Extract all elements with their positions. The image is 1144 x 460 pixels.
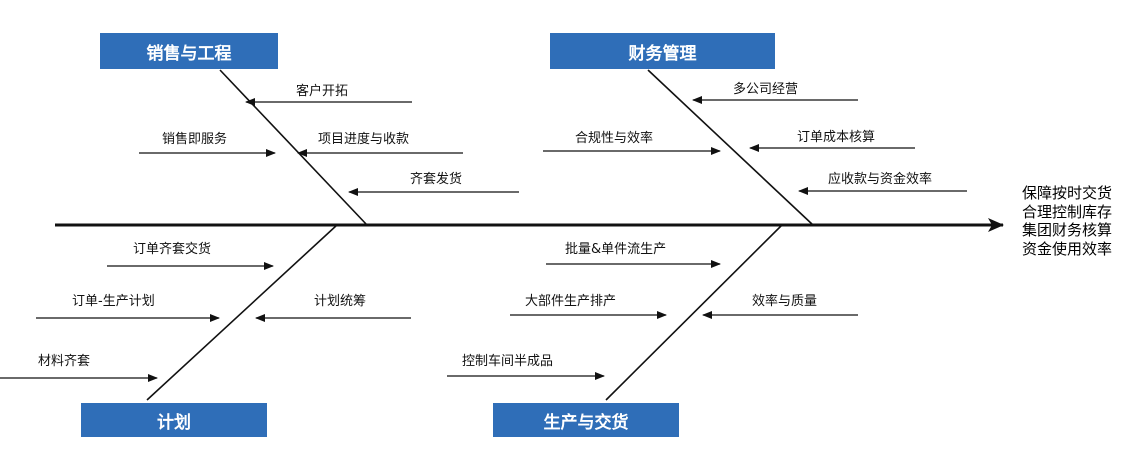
- cause-finance-1: 多公司经营: [733, 82, 799, 97]
- outcome-list: 保障按时交货 合理控制库存 集团财务核算 资金使用效率: [1022, 184, 1112, 258]
- category-sales-box: 销售与工程: [100, 33, 278, 69]
- outcome-item: 集团财务核算: [1022, 221, 1113, 239]
- cause-production-4: 控制车间半成品: [462, 354, 554, 369]
- cause-production-1: 批量&单件流生产: [565, 242, 667, 257]
- cause-sales-1: 客户开拓: [296, 84, 349, 99]
- cause-finance-3: 订单成本核算: [797, 130, 876, 145]
- cause-production-3: 效率与质量: [752, 294, 818, 309]
- cause-sales-4: 齐套发货: [410, 172, 463, 187]
- cause-sales-3: 项目进度与收款: [318, 132, 410, 147]
- cause-finance-4: 应收款与资金效率: [828, 172, 933, 187]
- cause-plan-2: 订单-生产计划: [72, 294, 155, 309]
- cause-production-2: 大部件生产排产: [525, 294, 617, 309]
- cause-plan-4: 材料齐套: [38, 354, 91, 369]
- bone-production: [605, 224, 783, 401]
- outcome-item: 合理控制库存: [1022, 202, 1113, 221]
- cause-plan-3: 计划统筹: [314, 294, 367, 309]
- cause-sales-2: 销售即服务: [162, 132, 228, 147]
- category-production-box: 生产与交货: [493, 403, 679, 437]
- cause-plan-1: 订单齐套交货: [133, 242, 212, 257]
- cause-finance-2: 合规性与效率: [575, 131, 654, 146]
- bone-plan: [146, 224, 338, 401]
- outcome-item: 资金使用效率: [1022, 239, 1113, 258]
- bone-sales: [219, 69, 368, 226]
- outcome-item: 保障按时交货: [1022, 184, 1113, 202]
- bone-finance: [647, 69, 814, 226]
- category-plan-box: 计划: [81, 403, 267, 437]
- category-finance-box: 财务管理: [550, 33, 775, 69]
